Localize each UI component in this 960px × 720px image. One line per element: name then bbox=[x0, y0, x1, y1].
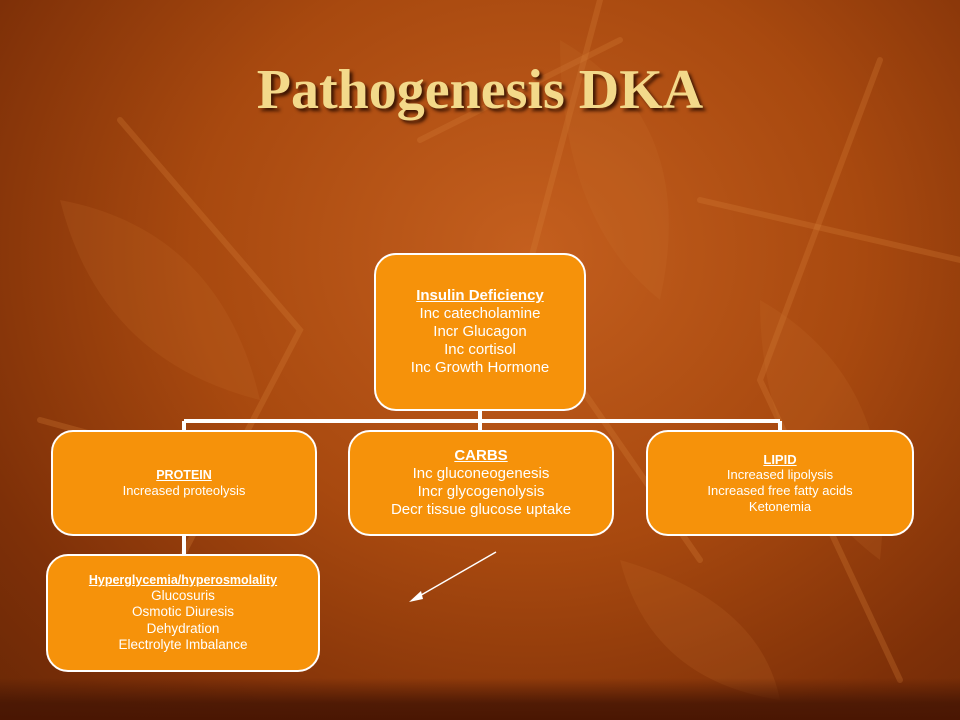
bottom-shadow-band bbox=[0, 678, 960, 720]
node-carbs: CARBS Inc gluconeogenesis Incr glycogeno… bbox=[348, 430, 614, 536]
node-hyper-line: Glucosuris bbox=[151, 588, 215, 604]
node-protein-heading: PROTEIN bbox=[156, 467, 212, 482]
node-lipid-line: Increased lipolysis bbox=[726, 467, 834, 483]
node-root-line: Inc cortisol bbox=[444, 341, 516, 358]
node-hyper-line: Electrolyte Imbalance bbox=[118, 636, 248, 652]
node-insulin-deficiency: Insulin Deficiency Inc catecholamine Inc… bbox=[374, 253, 586, 411]
node-root-line: Incr Glucagon bbox=[433, 323, 527, 340]
node-protein-line: Increased proteolysis bbox=[122, 482, 246, 498]
slide-title: Pathogenesis DKA bbox=[256, 59, 704, 121]
node-hyper-line: Osmotic Diuresis bbox=[131, 604, 234, 620]
node-hyper-line: Dehydration bbox=[146, 620, 220, 636]
node-lipid-heading: LIPID bbox=[763, 451, 797, 467]
node-root-line: Inc catecholamine bbox=[419, 305, 541, 322]
node-carbs-line: Incr glycogenolysis bbox=[417, 483, 545, 500]
node-carbs-line: Decr tissue glucose uptake bbox=[390, 501, 572, 518]
node-root-line: Inc Growth Hormone bbox=[410, 359, 550, 376]
node-lipid-line: Ketonemia bbox=[748, 498, 812, 514]
arrow-head bbox=[409, 591, 423, 602]
node-protein: PROTEIN Increased proteolysis bbox=[51, 430, 317, 536]
arrow-shaft bbox=[415, 551, 497, 599]
node-lipid-line: Increased free fatty acids bbox=[707, 483, 853, 498]
node-hyperglycemia: Hyperglycemia/hyperosmolality Glucosuris… bbox=[46, 554, 320, 672]
node-lipid: LIPID Increased lipolysis Increased free… bbox=[646, 430, 914, 536]
node-root-heading: Insulin Deficiency bbox=[416, 287, 544, 304]
node-carbs-line: Inc gluconeogenesis bbox=[412, 465, 550, 482]
node-hyper-heading: Hyperglycemia/hyperosmolality bbox=[88, 573, 278, 588]
arrow-annotation bbox=[409, 551, 497, 602]
node-carbs-heading: CARBS bbox=[454, 447, 508, 464]
